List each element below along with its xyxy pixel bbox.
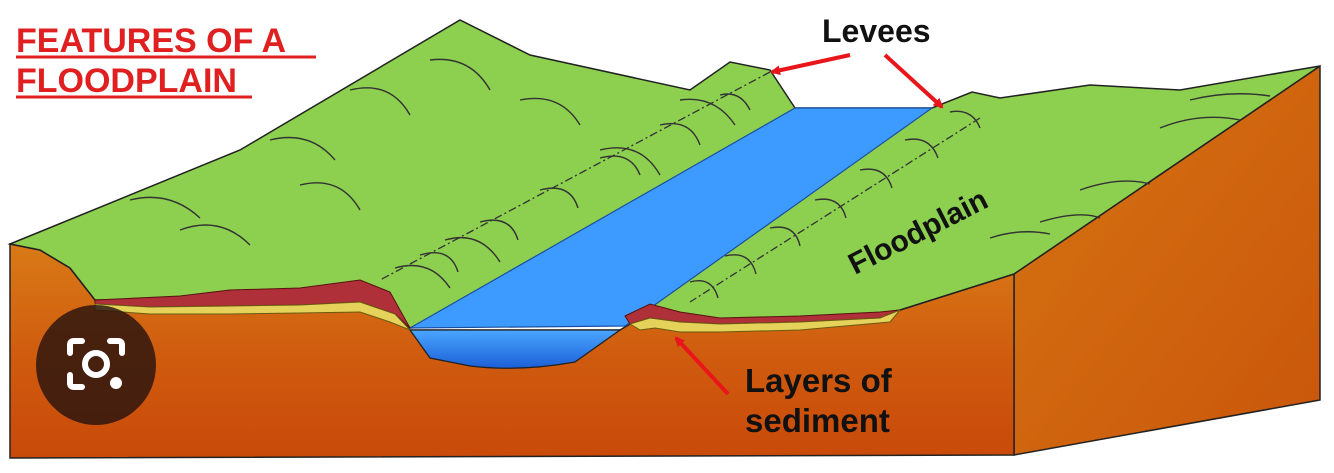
levee-line-left: [379, 71, 771, 281]
levee-ribs-left: [419, 93, 751, 273]
sediment-yellow-right: [628, 309, 901, 333]
label-levees: Levees: [822, 13, 931, 49]
river-channel: [407, 107, 934, 329]
river-cross-section: [408, 329, 623, 369]
label-sediment-line-1: Layers of: [745, 362, 893, 399]
title-line-2: FLOODPLAIN: [16, 62, 237, 100]
title-line-1: FEATURES OF A: [16, 22, 286, 60]
arrow-levee-right: [883, 53, 944, 109]
sediment-yellow-left: [94, 301, 411, 331]
levee-line-right: [689, 117, 981, 303]
arrow-levee-left: [770, 53, 851, 76]
image-search-lens-button[interactable]: [36, 305, 156, 425]
slope-contours-right: [989, 93, 1271, 239]
label-sediment-line-2: sediment: [745, 402, 890, 439]
slope-contours-left: [129, 58, 736, 289]
arrow-sediment: [674, 336, 730, 396]
levee-ribs-right: [689, 110, 981, 299]
camera-lens-icon: [67, 338, 125, 390]
